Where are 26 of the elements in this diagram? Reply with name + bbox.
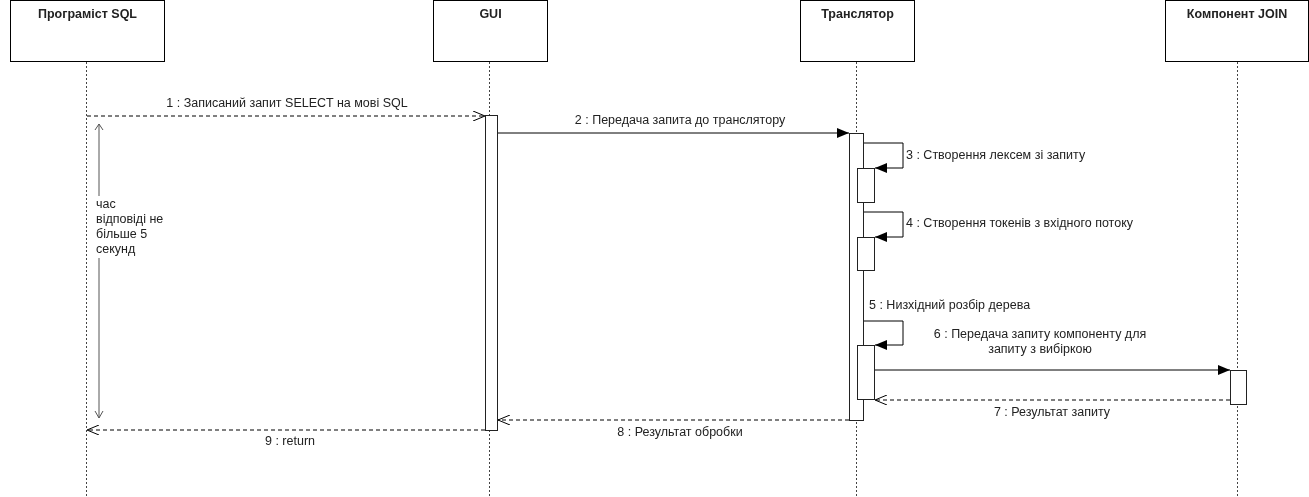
return-message-arrow <box>874 394 1231 406</box>
message-label: 2 : Передача запита до транслятору <box>574 113 786 128</box>
return-message-arrow <box>86 424 486 436</box>
duration-constraint-note: час відповіді не більше 5 секунд <box>96 197 165 257</box>
return-message-arrow <box>497 414 850 426</box>
activation-bar <box>1230 370 1247 405</box>
participant-header: Транслятор <box>800 0 915 62</box>
participant-header: Компонент JOIN <box>1165 0 1309 62</box>
message-label: 7 : Результат запиту <box>993 405 1111 420</box>
activation-bar <box>857 345 875 400</box>
self-message-arrow <box>863 211 904 242</box>
self-message-arrow <box>863 142 904 173</box>
return-message-arrow <box>86 110 486 122</box>
message-label: 4 : Створення токенів з вхідного потоку <box>906 216 1133 231</box>
activation-bar <box>857 168 875 203</box>
message-label: 3 : Створення лексем зі запиту <box>906 148 1086 163</box>
message-label: 8 : Результат обробки <box>617 425 743 440</box>
activation-bar <box>485 115 498 431</box>
message-label: 1 : Записаний запит SELECT на мові SQL <box>166 96 408 111</box>
participant-header: Програміст SQL <box>10 0 165 62</box>
message-arrow <box>874 365 1231 375</box>
participant-header: GUI <box>433 0 548 62</box>
message-label: 5 : Низхідний розбір дерева <box>869 298 1031 313</box>
self-message-arrow <box>863 320 904 350</box>
activation-bar <box>857 237 875 271</box>
message-arrow <box>497 128 850 138</box>
